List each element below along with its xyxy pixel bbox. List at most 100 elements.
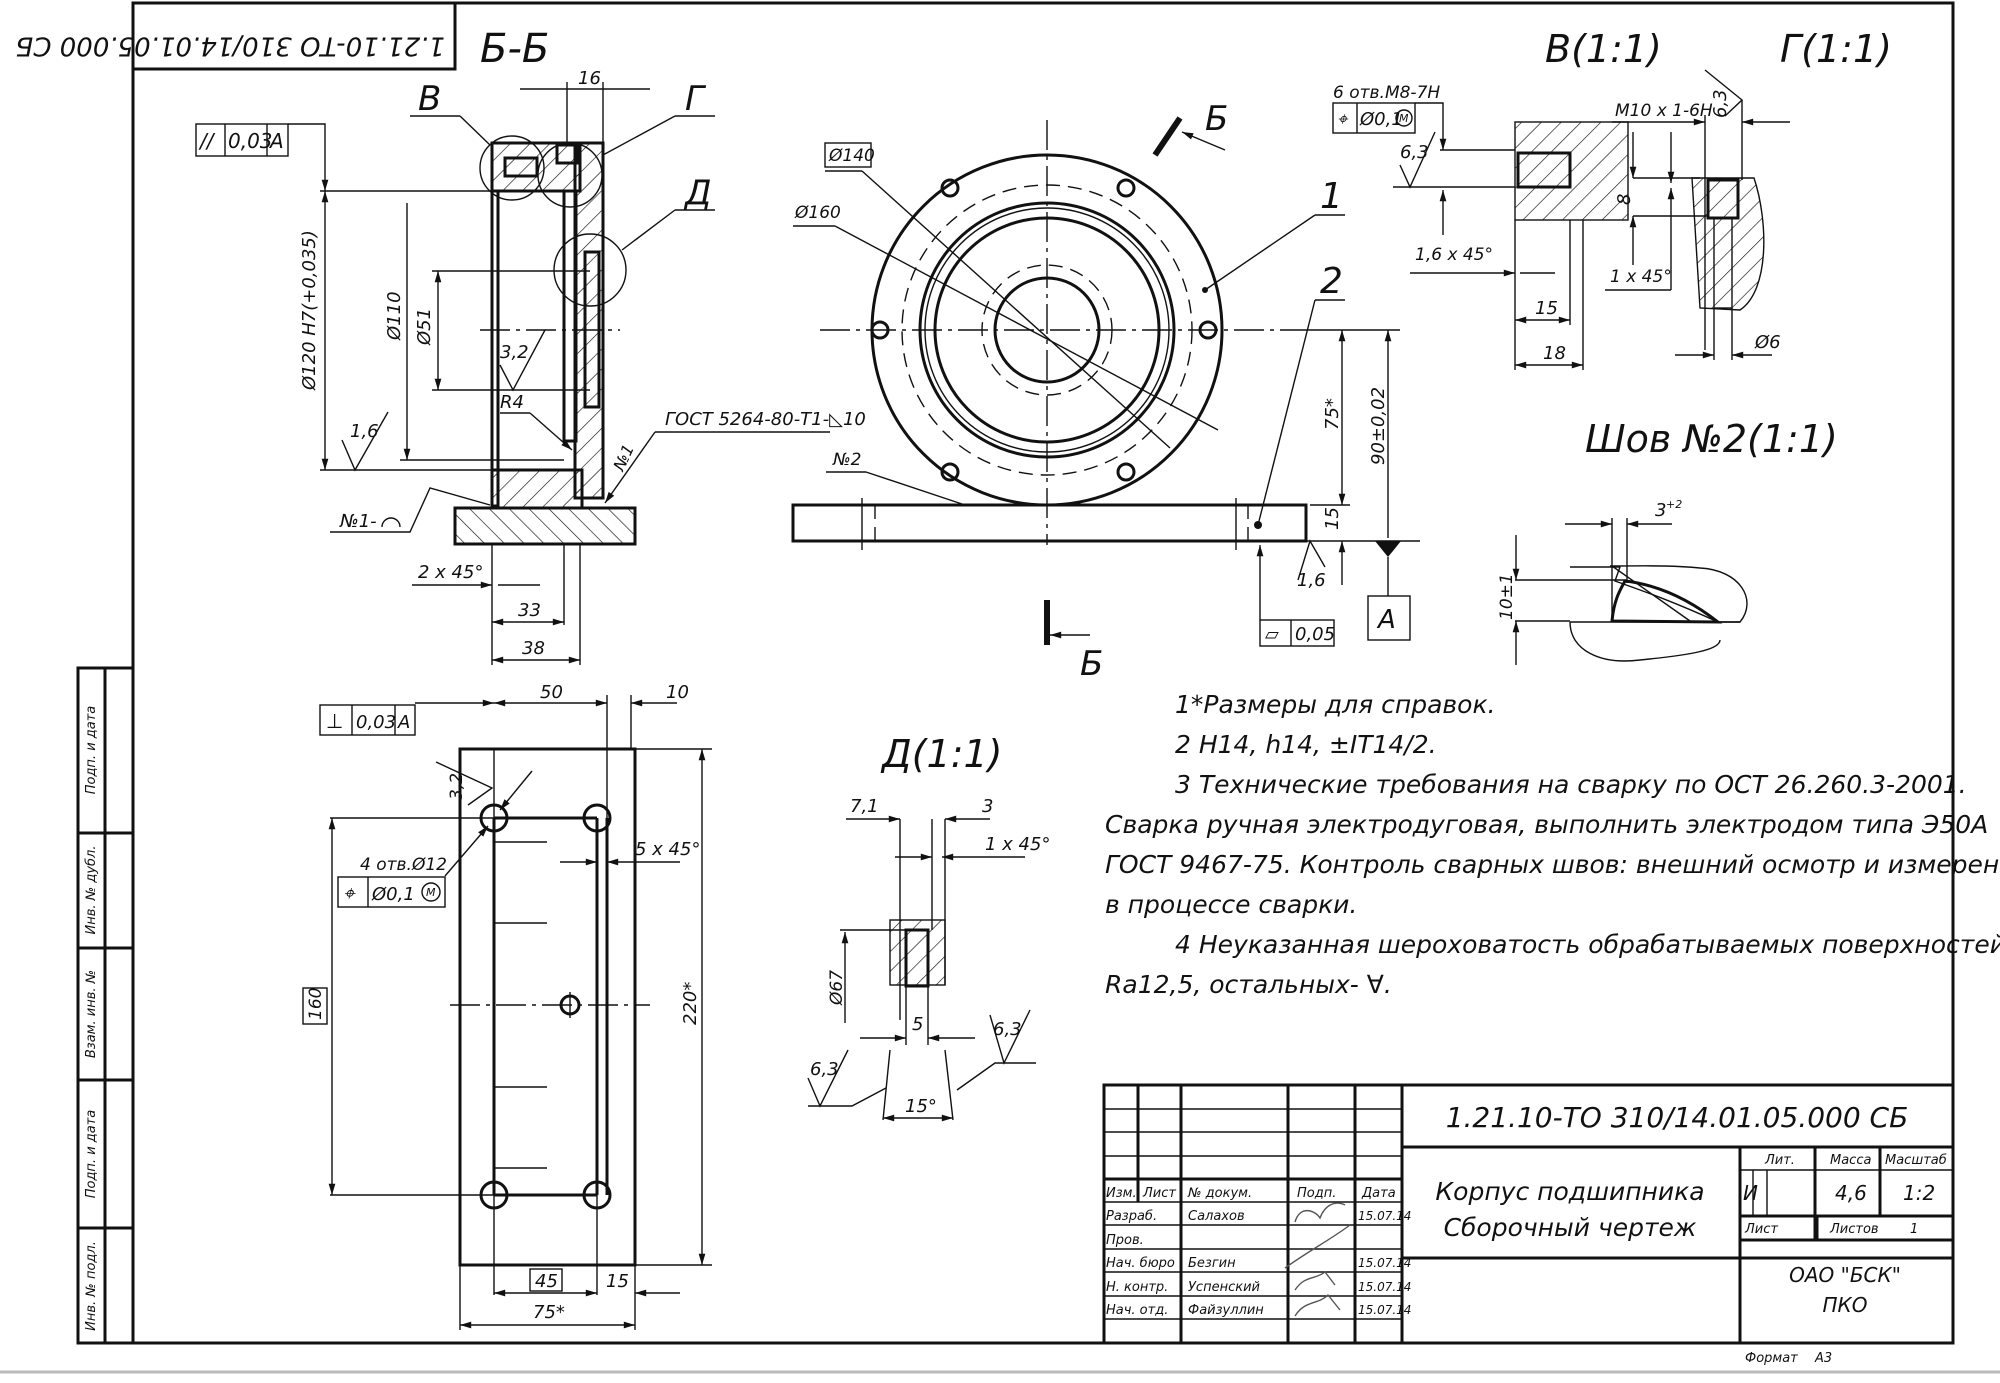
weld-no2: №2	[832, 450, 862, 470]
side-strip-label: Подп. и дата	[84, 1110, 99, 1199]
technical-notes: 1*Размеры для справок. 2 H14, h14, ±IT14…	[1105, 690, 2000, 999]
dim-d110: Ø110	[384, 291, 405, 341]
dim-d120: Ø120 H7(+0,035)	[299, 230, 320, 391]
mass-value: 4,6	[1835, 1181, 1867, 1205]
format-label: Формат	[1745, 1351, 1798, 1366]
parallelism-frame: // 0,03 А	[195, 123, 329, 191]
dim-90: 90±0,02	[1368, 387, 1389, 465]
rotated-designation: 1.21.10-ТО 310/14.01.05.000 СБ	[15, 31, 445, 61]
tb-role: Нач. бюро	[1106, 1256, 1175, 1271]
tb-role: Разраб.	[1106, 1209, 1157, 1224]
note-line: ГОСТ 9467-75. Контроль сварных швов: вне…	[1105, 850, 2000, 879]
flatness-symbol: ▱	[1265, 624, 1279, 645]
thread-label: М10 x 1-6Н	[1615, 101, 1713, 121]
roughness: 3,2	[447, 773, 467, 800]
roughness: 6,3	[1400, 142, 1429, 163]
note-line: 3 Технические требования на сварку по ОС…	[1175, 770, 1967, 799]
lit-value: И	[1743, 1181, 1758, 1205]
dim-d6: Ø6	[1754, 332, 1781, 353]
dim-15: 15	[1322, 507, 1343, 530]
svg-text:А: А	[397, 712, 410, 733]
chamfer-label: 1,6 x 45°	[1415, 245, 1493, 265]
svg-text:0,03: 0,03	[356, 712, 396, 733]
dim-45: 45	[535, 1271, 558, 1292]
view-label: Д(1:1)	[880, 732, 1003, 776]
svg-text:Лист: Лист	[1744, 1222, 1778, 1237]
signature-marks	[1284, 1202, 1351, 1317]
chamfer-label: 5 x 45°	[635, 839, 700, 860]
dim-50: 50	[540, 682, 563, 703]
svg-text:0,03: 0,03	[228, 129, 273, 153]
title-block: Изм. Лист № докум. Подп. Дата Разраб. Са…	[1102, 1083, 1955, 1366]
weld-no1-left: №1-	[339, 511, 377, 532]
dim-gap-tol: +2	[1666, 498, 1682, 511]
department: ПКО	[1823, 1293, 1868, 1317]
svg-text:Листов: Листов	[1829, 1222, 1879, 1237]
tb-date: 15.07.14	[1358, 1303, 1411, 1317]
svg-text:⊥: ⊥	[326, 709, 343, 733]
tb-date: 15.07.14	[1358, 1256, 1411, 1270]
dim-15: 15	[1535, 298, 1558, 319]
side-strip-label: Инв. № подл.	[84, 1241, 99, 1331]
organization: ОАО "БСК"	[1789, 1263, 1901, 1287]
dim-8: 8	[1614, 194, 1635, 205]
tb-header: № докум.	[1187, 1186, 1252, 1201]
plan-view: ⊥ 0,03 А 50 10 3,2 4 отв.Ø12 ⌖ Ø0,1 М 5 …	[302, 682, 712, 1330]
holes-label: 6 отв.М8-7Н	[1333, 83, 1440, 103]
note-line: 1*Размеры для справок.	[1175, 690, 1496, 719]
section-mark-bottom: Б	[1080, 644, 1103, 684]
dim-38: 38	[522, 638, 545, 659]
view-label: В(1:1)	[1545, 27, 1662, 71]
note-line: в процессе сварки.	[1105, 890, 1357, 919]
svg-text:А: А	[268, 129, 284, 153]
dim-d140: Ø140	[828, 146, 875, 166]
flatness-value: 0,05	[1295, 624, 1335, 645]
angle-15: 15°	[905, 1096, 937, 1117]
sheets-value: 1	[1910, 1222, 1918, 1237]
svg-text:Масса: Масса	[1830, 1153, 1871, 1168]
dim-220: 220*	[680, 982, 701, 1025]
tb-role: Пров.	[1106, 1233, 1144, 1248]
roughness: 6,3	[1710, 89, 1731, 118]
note-line: Сварка ручная электродуговая, выполнить …	[1105, 810, 1988, 839]
drawing-subtitle: Сборочный чертеж	[1444, 1213, 1697, 1242]
dim-gap: 3	[1655, 500, 1666, 521]
tb-role: Н. контр.	[1106, 1280, 1168, 1295]
svg-text:Ø0,1: Ø0,1	[1359, 109, 1403, 130]
weld-no1: №1	[609, 441, 638, 474]
view-label: Г(1:1)	[1780, 27, 1892, 71]
roughness-left: 6,3	[810, 1059, 839, 1080]
roughness-32: 3,2	[500, 342, 529, 363]
side-strip: Подп. и дата Инв. № дубл. Взам. инв. № П…	[76, 666, 135, 1345]
svg-text:М: М	[426, 886, 436, 899]
dim-d51: Ø51	[414, 308, 435, 346]
callout-d: Д	[683, 173, 712, 213]
tb-date: 15.07.14	[1358, 1280, 1411, 1294]
holes-label: 4 отв.Ø12	[360, 855, 447, 875]
dim-71: 7,1	[850, 796, 879, 817]
radius-r4: R4	[500, 392, 524, 413]
dim-16: 16	[578, 68, 601, 89]
view-label: Б-Б	[480, 26, 549, 72]
svg-text:Лит.: Лит.	[1764, 1153, 1795, 1168]
dim-5: 5	[912, 1014, 923, 1035]
designation: 1.21.10-ТО 310/14.01.05.000 СБ	[1446, 1101, 1909, 1134]
tb-header: Лист	[1142, 1186, 1176, 1201]
callout-v: В	[418, 79, 441, 119]
detail-d-view: Д(1:1) 7,1 3 1 x 45° Ø67 5 15° 6,3 6,3	[807, 732, 1050, 1122]
weld-2-view: Шов №2(1:1) 3 +2 10±1	[1497, 417, 1838, 665]
tb-header: Изм.	[1106, 1186, 1137, 1201]
note-line: Ra12,5, остальных- ∀.	[1105, 970, 1392, 999]
dim-height: 10±1	[1497, 573, 1517, 620]
position-2: 2	[1320, 261, 1343, 302]
side-strip-label: Взам. инв. №	[84, 970, 99, 1058]
note-line: 4 Неуказанная шероховатость обрабатываем…	[1175, 930, 2000, 959]
tb-name: Безгин	[1188, 1256, 1236, 1271]
tb-header: Подп.	[1297, 1186, 1336, 1201]
note-line: 2 H14, h14, ±IT14/2.	[1175, 730, 1437, 759]
detail-v-view: В(1:1) 6 отв.М8-7Н ⌖ Ø0,1 М 6,3 1,6 x 45…	[1332, 27, 1662, 370]
scale-value: 1:2	[1903, 1181, 1935, 1205]
dim-18: 18	[1543, 343, 1566, 364]
position-1: 1	[1320, 176, 1343, 217]
svg-text://: //	[198, 129, 216, 153]
